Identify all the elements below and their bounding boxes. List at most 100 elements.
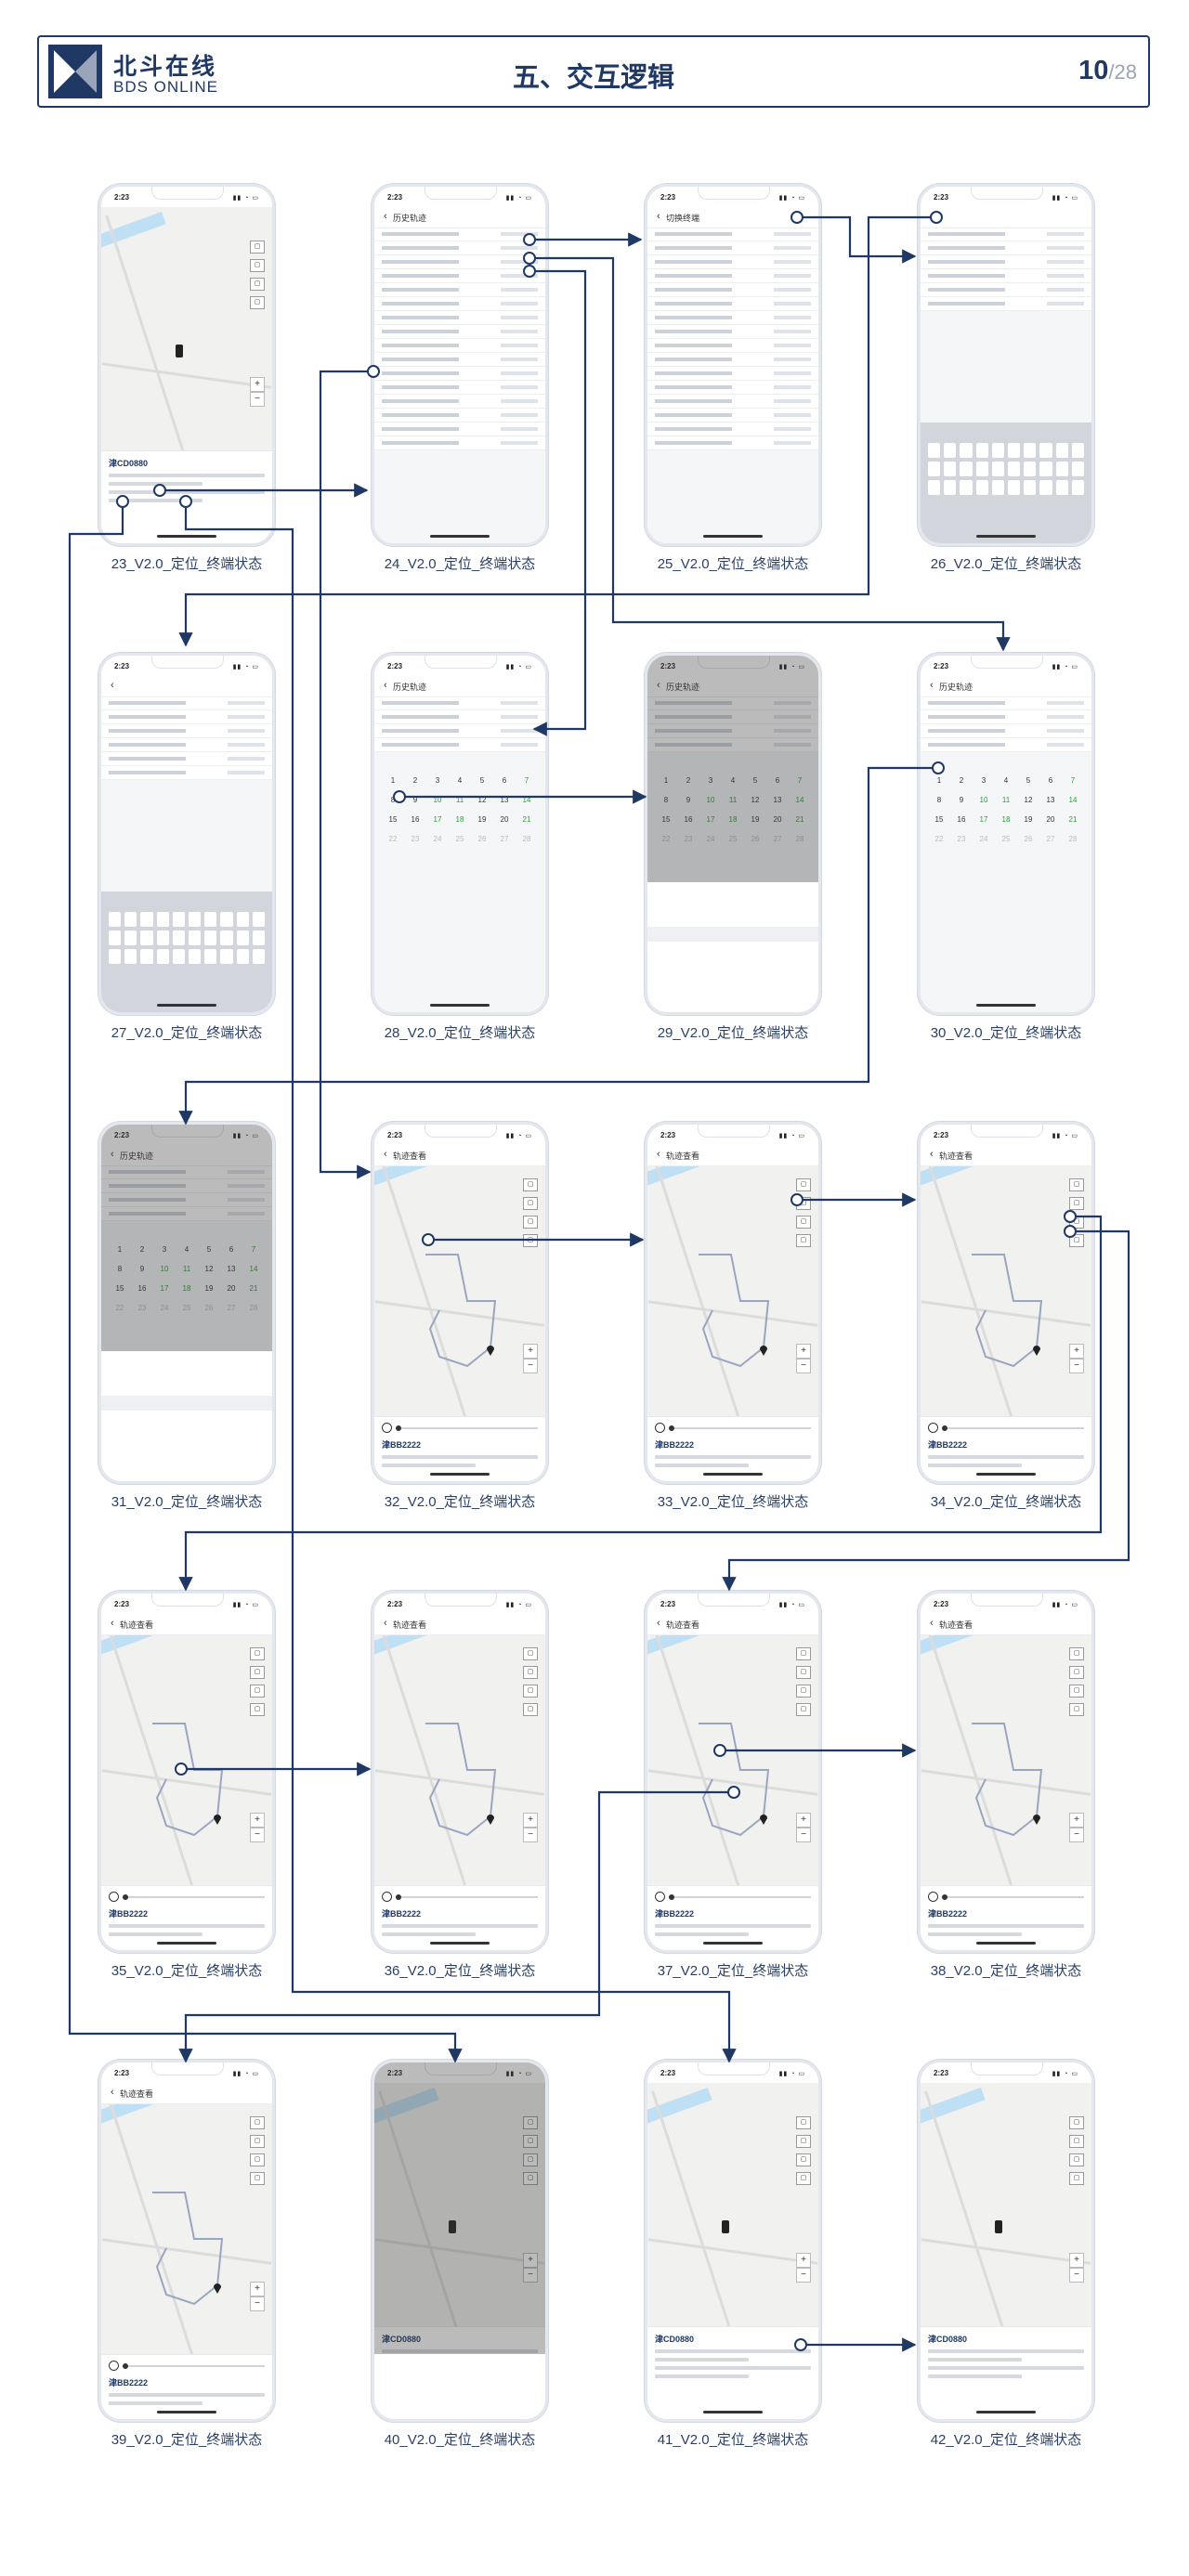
calendar-day[interactable]: 26 [1024,835,1033,843]
calendar-day[interactable]: 22 [388,835,398,843]
calendar-day[interactable]: 21 [1068,815,1078,824]
list-item[interactable] [921,738,1091,752]
calendar-day[interactable]: 22 [934,835,944,843]
calendar-day[interactable]: 15 [934,815,944,824]
calendar-day[interactable]: 7 [524,776,529,785]
satellite-icon[interactable]: ▢ [250,278,265,291]
back-icon[interactable]: ‹ [111,2087,114,2098]
calendar-day[interactable]: 16 [411,815,420,824]
zoom-in-icon[interactable]: + [1069,2253,1084,2268]
map-pin-icon[interactable] [486,1344,495,1356]
map-pin-icon[interactable] [213,2282,222,2294]
calendar-day[interactable]: 23 [957,835,966,843]
list-item[interactable] [647,409,818,423]
traffic-icon[interactable]: ▢ [1069,1197,1084,1210]
list-item[interactable] [101,738,272,752]
layers-icon[interactable]: ▢ [250,241,265,254]
vehicle-marker-icon[interactable] [449,2220,456,2233]
traffic-icon[interactable]: ▢ [796,2135,811,2148]
traffic-icon[interactable]: ▢ [1069,2135,1084,2148]
list-item[interactable] [647,269,818,283]
calendar-day[interactable]: 25 [1001,835,1011,843]
calendar-day[interactable]: 27 [500,835,509,843]
calendar-day[interactable]: 13 [1046,796,1055,804]
list-item[interactable] [647,395,818,409]
search-icon[interactable]: ▢ [1069,1703,1084,1716]
calendar-day[interactable]: 19 [1024,815,1033,824]
list-item[interactable] [921,228,1091,241]
list-item[interactable] [374,395,545,409]
zoom-in-icon[interactable]: + [250,377,265,392]
calendar-day[interactable]: 27 [1046,835,1055,843]
play-icon[interactable] [109,2361,119,2371]
layers-icon[interactable]: ▢ [796,1647,811,1660]
list-item[interactable] [374,367,545,381]
list-item[interactable] [647,283,818,297]
search-icon[interactable]: ▢ [250,2172,265,2185]
list-item[interactable] [647,339,818,353]
calendar-day[interactable]: 20 [500,815,509,824]
play-icon[interactable] [655,1423,665,1433]
calendar-day[interactable]: 26 [477,835,487,843]
playback-slider[interactable] [942,1425,1084,1431]
satellite-icon[interactable]: ▢ [1069,1685,1084,1698]
list-item[interactable] [921,241,1091,255]
vehicle-marker-icon[interactable] [176,345,183,358]
calendar-day[interactable]: 14 [522,796,531,804]
list-item[interactable] [374,297,545,311]
list-item[interactable] [647,325,818,339]
list-item[interactable] [374,436,545,450]
calendar-day[interactable]: 17 [433,815,442,824]
zoom-in-icon[interactable]: + [796,2253,811,2268]
calendar-day[interactable]: 21 [522,815,531,824]
calendar-day[interactable]: 16 [957,815,966,824]
list-item[interactable] [647,423,818,436]
calendar-day[interactable]: 20 [1046,815,1055,824]
calendar-day[interactable]: 23 [411,835,420,843]
list-item[interactable] [921,297,1091,311]
list-item[interactable] [647,381,818,395]
list-item[interactable] [101,710,272,724]
calendar-day[interactable]: 9 [959,796,964,804]
list-item[interactable] [374,381,545,395]
list-item[interactable] [101,766,272,780]
zoom-in-icon[interactable]: + [250,2282,265,2296]
back-icon[interactable]: ‹ [657,211,660,222]
play-icon[interactable] [382,1423,392,1433]
calendar-day[interactable]: 11 [1001,796,1011,804]
calendar-day[interactable]: 3 [435,776,440,785]
traffic-icon[interactable]: ▢ [250,259,265,272]
play-icon[interactable] [382,1892,392,1902]
layers-icon[interactable]: ▢ [250,2116,265,2129]
calendar-day[interactable]: 5 [479,776,485,785]
layers-icon[interactable]: ▢ [1069,1647,1084,1660]
calendar-day[interactable]: 1 [936,776,942,785]
playback-slider[interactable] [396,1425,538,1431]
calendar-day[interactable]: 7 [1070,776,1076,785]
calendar-day[interactable]: 10 [433,796,442,804]
layers-icon[interactable]: ▢ [796,2116,811,2129]
search-icon[interactable]: ▢ [1069,2172,1084,2185]
traffic-icon[interactable]: ▢ [523,2135,538,2148]
zoom-in-icon[interactable]: + [1069,1813,1084,1828]
list-item[interactable] [101,752,272,766]
list-item[interactable] [921,283,1091,297]
satellite-icon[interactable]: ▢ [796,2153,811,2166]
calendar-day[interactable]: 25 [455,835,464,843]
calendar-day[interactable]: 28 [1068,835,1078,843]
zoom-out-icon[interactable]: − [523,2268,538,2283]
calendar-day[interactable]: 24 [979,835,988,843]
search-icon[interactable]: ▢ [796,2172,811,2185]
map-pin-icon[interactable] [486,1813,495,1825]
list-item[interactable] [374,339,545,353]
zoom-out-icon[interactable]: − [1069,2268,1084,2283]
satellite-icon[interactable]: ▢ [523,2153,538,2166]
calendar-day[interactable]: 4 [457,776,463,785]
list-item[interactable] [647,241,818,255]
play-icon[interactable] [928,1423,938,1433]
list-item[interactable] [647,297,818,311]
calendar-day[interactable]: 5 [1026,776,1031,785]
map-pin-icon[interactable] [213,1813,222,1825]
zoom-in-icon[interactable]: + [796,1813,811,1828]
list-item[interactable] [647,228,818,241]
